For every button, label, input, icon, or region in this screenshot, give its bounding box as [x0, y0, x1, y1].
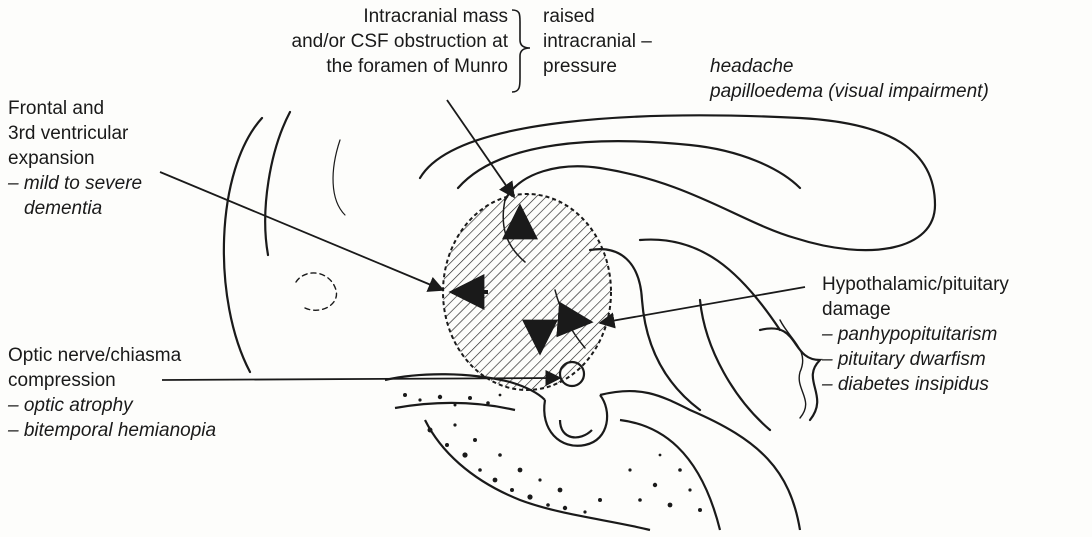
effect-line-1: raised: [543, 4, 652, 29]
optic-effect-1: – optic atrophy: [8, 393, 216, 418]
symptom-papilloedema: papilloedema (visual impairment): [710, 79, 989, 104]
frontal-line-1: Frontal and: [8, 96, 142, 121]
symptom-headache: headache: [710, 54, 989, 79]
optic-compression-label: Optic nerve/chiasma compression – optic …: [8, 343, 216, 443]
effect-line-3: pressure: [543, 54, 652, 79]
cause-line-2: and/or CSF obstruction at: [232, 29, 508, 54]
icp-symptoms: headache papilloedema (visual impairment…: [710, 54, 989, 104]
optic-effect-2: – bitemporal hemianopia: [8, 418, 216, 443]
hypothalamic-pituitary-label: Hypothalamic/pituitary damage – panhypop…: [822, 272, 1009, 397]
hypothalamic-line-1: Hypothalamic/pituitary: [822, 272, 1009, 297]
hypothalamic-effect-1: – panhypopituitarism: [822, 322, 1009, 347]
cause-line-3: the foramen of Munro: [232, 54, 508, 79]
cause-line-1: Intracranial mass: [232, 4, 508, 29]
optic-line-2: compression: [8, 368, 216, 393]
frontal-expansion-label: Frontal and 3rd ventricular expansion – …: [8, 96, 142, 221]
hypothalamic-effect-2: – pituitary dwarfism: [822, 347, 1009, 372]
effect-line-2: intracranial –: [543, 29, 652, 54]
hypothalamic-line-2: damage: [822, 297, 1009, 322]
frontal-line-2: 3rd ventricular: [8, 121, 142, 146]
hypothalamic-effect-3: – diabetes insipidus: [822, 372, 1009, 397]
raised-icp-label: raised intracranial – pressure: [543, 4, 652, 79]
frontal-line-3: expansion: [8, 146, 142, 171]
optic-line-1: Optic nerve/chiasma: [8, 343, 216, 368]
grouping-brace: [512, 10, 530, 92]
intracranial-mass-label: Intracranial mass and/or CSF obstruction…: [232, 4, 508, 79]
frontal-effect-1: – mild to severe: [8, 171, 142, 196]
frontal-effect-2: dementia: [8, 196, 142, 221]
